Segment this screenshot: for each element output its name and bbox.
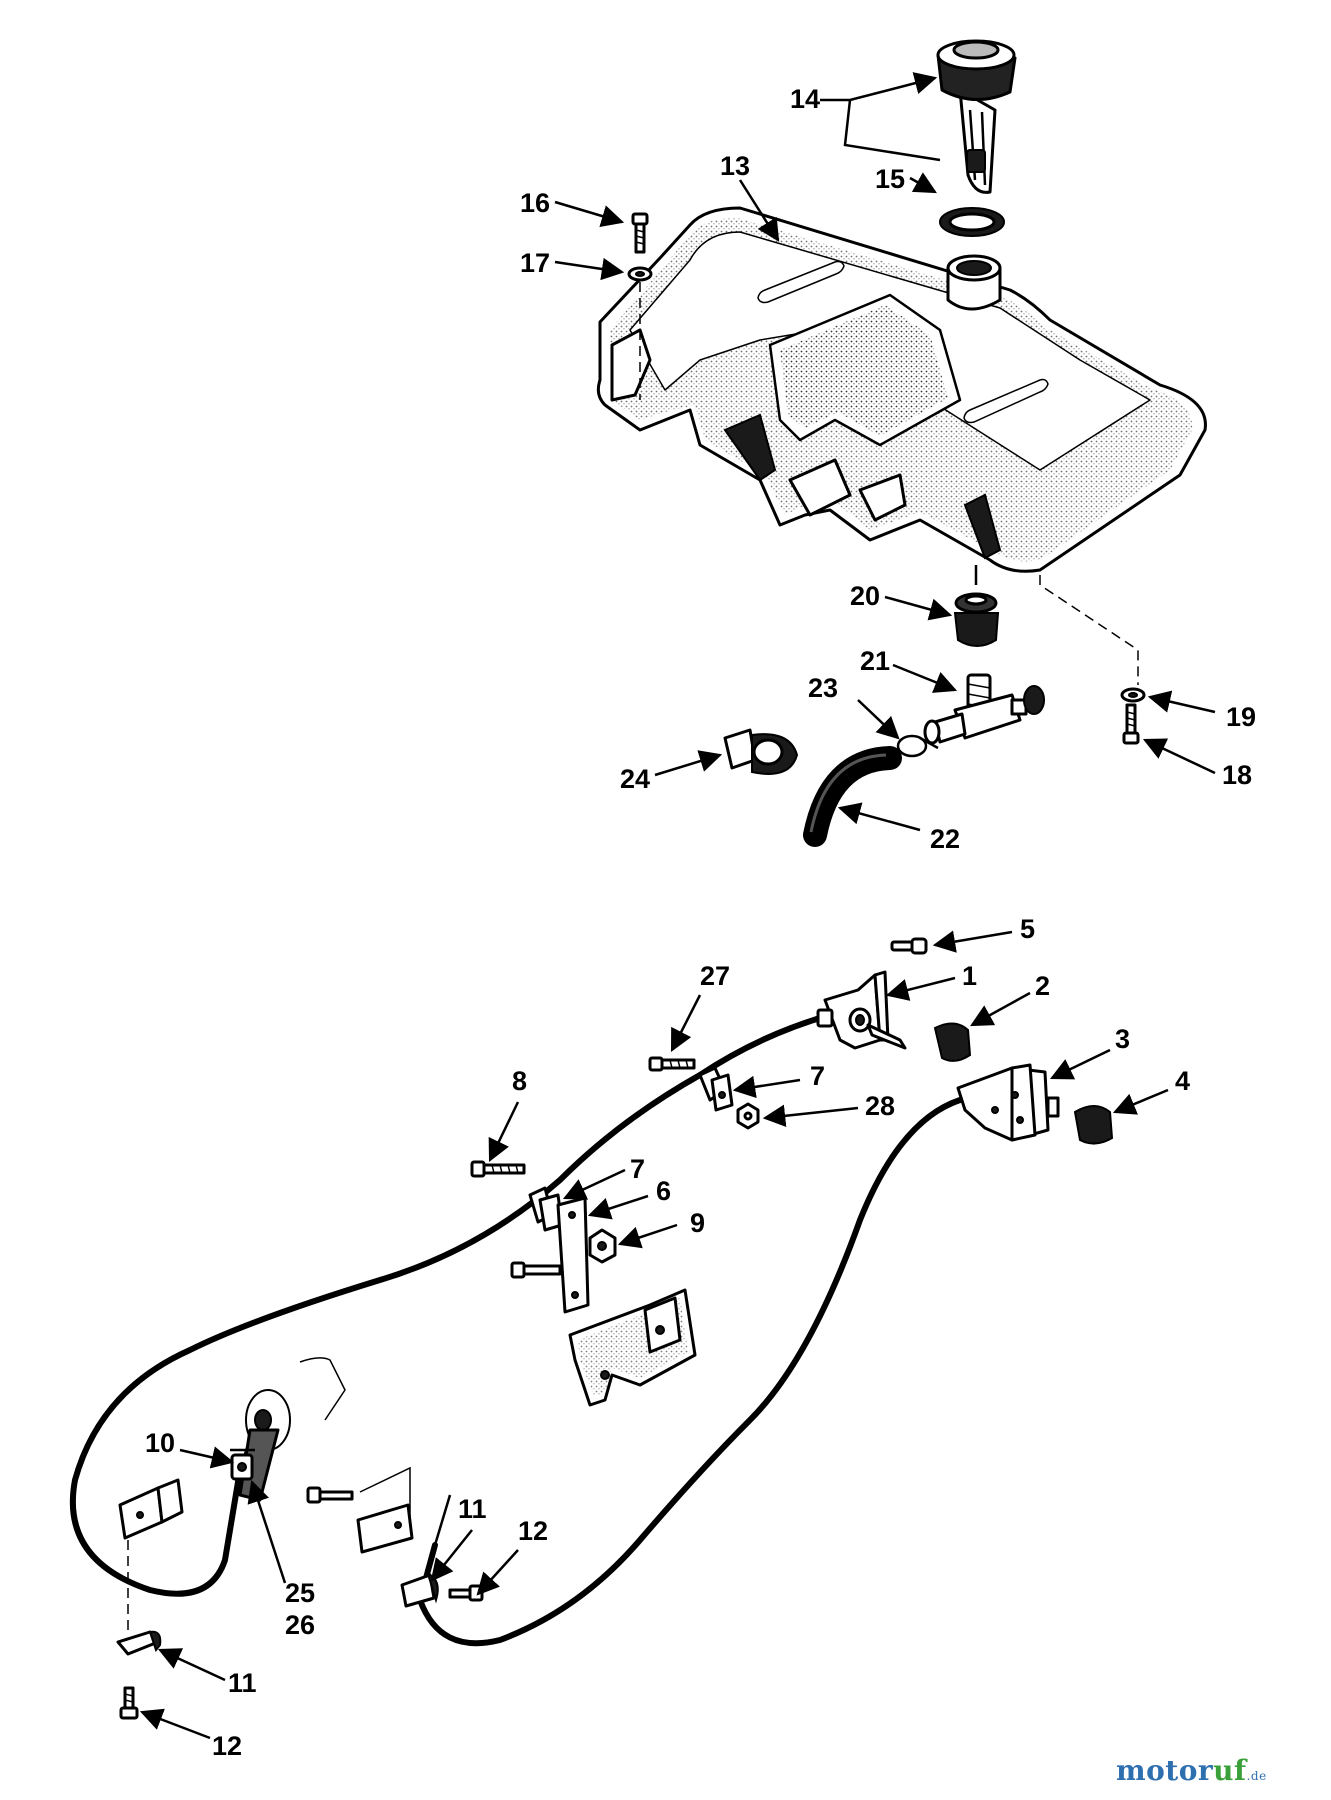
callout-9: 9 [690,1208,705,1238]
bolt-lower-plate [306,1486,354,1504]
callout-16: 16 [520,188,550,218]
callout-3: 3 [1115,1024,1130,1054]
choke-cable [417,1097,963,1647]
callout-10: 10 [145,1428,175,1458]
mount-bracket-left [118,1478,184,1540]
callout-14: 14 [790,84,820,114]
fuel-hose [803,746,902,847]
hose-clamp [896,734,939,758]
fuel-tank [596,206,1207,573]
cable-clamp-upper [698,1066,734,1112]
fuel-fitting [953,565,1000,647]
callout-13: 13 [720,151,750,181]
callout-6: 6 [656,1176,671,1206]
bolt-lower-bracket [510,1261,562,1279]
nut-28 [736,1102,760,1130]
callout-5: 5 [1020,914,1035,944]
screw-12-right [448,1584,484,1602]
callout-labels: 14 15 13 16 17 20 21 23 24 22 19 18 5 1 … [145,84,1256,1761]
callout-12-left: 12 [212,1731,242,1761]
callout-12-right: 12 [518,1516,548,1546]
shutoff-valve [923,673,1045,745]
cable-clamp-lower [528,1186,564,1232]
throttle-cable [69,1012,833,1597]
bolt-8 [470,1160,526,1178]
callout-8: 8 [512,1066,527,1096]
engine-bracket [568,1288,697,1407]
callout-7-upper: 7 [810,1061,825,1091]
watermark-logo: motoruf.de [1116,1754,1267,1787]
choke-knob [1073,1105,1114,1145]
bolt-27 [648,1056,696,1072]
callout-21: 21 [860,646,890,676]
clip-11-left [116,1630,162,1656]
mount-plate-right [356,1503,414,1554]
callout-15: 15 [875,164,905,194]
throttle-control [816,970,907,1050]
callout-24: 24 [620,764,650,794]
screw-12-left [119,1686,139,1720]
callout-22: 22 [930,824,960,854]
callout-7-lower: 7 [630,1154,645,1184]
screw-5 [890,937,928,955]
callout-11-left: 11 [228,1668,257,1698]
callout-27: 27 [700,961,730,991]
callout-23: 23 [808,673,838,703]
callout-19: 19 [1226,702,1256,732]
callout-1: 1 [962,961,977,991]
callout-2: 2 [1035,971,1050,1001]
carb-cable-clamp [230,1453,254,1481]
throttle-knob [933,1022,972,1062]
choke-control [956,1063,1060,1142]
callout-11-right: 11 [458,1494,487,1524]
mounting-bolt-top [631,212,649,254]
watermark-suffix: .de [1246,1769,1267,1783]
callout-26: 26 [285,1610,315,1640]
callout-17: 17 [520,248,550,278]
nut-9 [588,1228,617,1264]
leader-lines [139,72,1216,1740]
callout-28: 28 [865,1091,895,1121]
watermark-part1: motor [1116,1754,1214,1787]
callout-20: 20 [850,581,880,611]
callout-25: 25 [285,1578,315,1608]
fuel-cap-gauge [936,39,1017,194]
watermark-part2: uf [1213,1754,1247,1787]
callout-4: 4 [1175,1066,1190,1096]
callout-18: 18 [1222,760,1252,790]
bracket-6 [556,1196,590,1314]
mounting-bolt-right [1122,703,1140,745]
hose-clip [723,728,799,775]
